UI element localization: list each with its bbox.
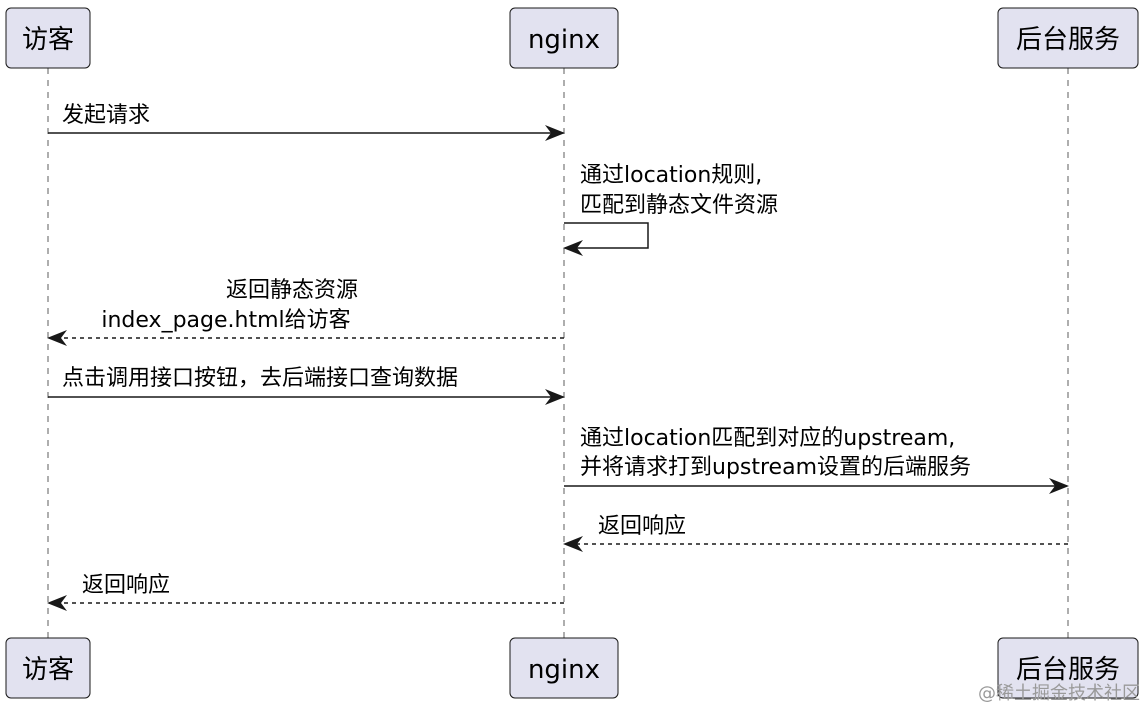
message-5-label-line1: 通过location匹配到对应的upstream, [580, 426, 955, 451]
message-2-arrow [563, 222, 649, 256]
participant-backend-bottom: 后台服务 [997, 637, 1139, 699]
message-2-label-line2: 匹配到静态文件资源 [580, 193, 778, 218]
participant-backend-top-label: 后台服务 [1016, 25, 1120, 55]
participant-visitor-top-label: 访客 [22, 25, 74, 55]
participant-nginx-bottom: nginx [509, 637, 619, 699]
participant-nginx-top-label: nginx [528, 25, 600, 55]
participant-visitor-bottom: 访客 [5, 637, 91, 699]
participant-visitor-top: 访客 [5, 7, 91, 69]
message-7-label: 返回响应 [82, 573, 170, 598]
participant-nginx-top: nginx [509, 7, 619, 69]
message-3-label-line1: 返回静态资源 [226, 278, 358, 303]
message-6-label: 返回响应 [598, 514, 686, 539]
message-4-label: 点击调用接口按钮，去后端接口查询数据 [62, 366, 458, 391]
watermark: @稀土掘金技术社区 [978, 683, 1140, 704]
message-3-label-line2: index_page.html给访客 [101, 308, 350, 333]
participant-nginx-bottom-label: nginx [528, 655, 600, 685]
participant-backend-bottom-label: 后台服务 [1016, 655, 1120, 685]
participant-backend-top: 后台服务 [997, 7, 1139, 69]
participant-visitor-bottom-label: 访客 [22, 655, 74, 685]
message-1-label: 发起请求 [62, 103, 150, 128]
message-2-label-line1: 通过location规则, [580, 163, 762, 188]
message-5-label-line2: 并将请求打到upstream设置的后端服务 [580, 455, 971, 480]
